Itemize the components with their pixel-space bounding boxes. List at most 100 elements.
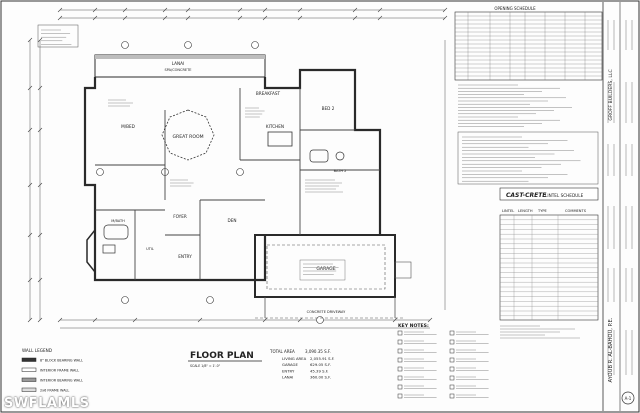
- dimension-tick: [122, 15, 128, 21]
- bath-fixtures: [102, 149, 345, 254]
- dimension-tick: [297, 15, 303, 21]
- lintel-title: LINTEL SCHEDULE: [545, 193, 584, 198]
- label-driveway: CONCRETE DRIVEWAY: [307, 310, 347, 314]
- label-breakfast: BREAKFAST: [256, 91, 281, 96]
- label-den: DEN: [227, 218, 236, 223]
- label-entry: ENTRY: [178, 254, 192, 259]
- lintel-brand: CAST-CRETE: [506, 192, 547, 199]
- dimension-tick: [57, 15, 63, 21]
- dimension-tick: [185, 7, 191, 13]
- key-note-marker: [449, 393, 455, 399]
- watermark: SWFLAMLS: [4, 396, 90, 411]
- key-note-marker: [397, 384, 403, 390]
- dimension-tick: [27, 127, 33, 133]
- dimension-tick: [27, 37, 33, 43]
- dimension-tick: [37, 317, 43, 323]
- wall-legend-swatch: [21, 367, 37, 372]
- dimension-lines: [29, 9, 446, 329]
- lintel-header: TYPE: [537, 209, 548, 213]
- key-note-marker: [397, 393, 403, 399]
- wall-legend-swatch: [21, 377, 37, 382]
- label-lanai-sub: SPA/CONCRETE: [165, 68, 192, 72]
- dimension-tick: [442, 15, 448, 21]
- dimension-tick: [27, 232, 33, 238]
- label-m-bath: M/BATH: [111, 219, 125, 223]
- dimension-tick: [377, 7, 383, 13]
- key-note-marker: [449, 375, 455, 381]
- area-row-name: LANAI: [282, 375, 293, 380]
- wall-legend-swatch: [21, 357, 37, 362]
- dimension-tick: [37, 232, 43, 238]
- opening-schedule-title: OPENING SCHEDULE: [494, 6, 536, 11]
- key-note-marker: [449, 330, 455, 336]
- key-notes-title: KEY NOTES:: [398, 323, 429, 329]
- key-note-marker: [397, 366, 403, 372]
- kitchen-island: [267, 131, 293, 147]
- label-garage: GARAGE: [316, 266, 335, 272]
- area-row-value: 2,055.91 S.F.: [310, 356, 335, 361]
- wall-legend-item: INTERIOR FRAME WALL: [40, 368, 79, 372]
- dimension-tick: [162, 15, 168, 21]
- label-great-room: GREAT ROOM: [172, 134, 203, 140]
- side-notes: [37, 24, 346, 281]
- dimension-tick: [122, 7, 128, 13]
- dimension-tick: [237, 7, 243, 13]
- interior-walls: [95, 88, 380, 280]
- floor-plan-title: FLOOR PLAN: [190, 351, 254, 361]
- dimension-tick: [57, 7, 63, 13]
- label-util: UTIL: [146, 247, 154, 251]
- dimension-tick: [262, 317, 268, 323]
- floor-plan-scale: SCALE 1/8" = 1'-0": [190, 364, 221, 368]
- key-note-marker: [449, 339, 455, 345]
- area-row-value: 45.39 S.F.: [310, 368, 328, 373]
- key-note-marker: [397, 348, 403, 354]
- sheet-number: A-1: [625, 396, 632, 401]
- key-note-marker: [397, 357, 403, 363]
- grid-bubbles: [96, 41, 324, 324]
- dimension-tick: [297, 7, 303, 13]
- dimension-tick: [37, 182, 43, 188]
- total-area-value: 3,090.35 S.F.: [305, 349, 331, 354]
- key-note-marker: [449, 384, 455, 390]
- total-area-label: TOTAL AREA: [269, 349, 295, 354]
- dimension-tick: [297, 317, 303, 323]
- dimension-tick: [262, 15, 268, 21]
- dimension-tick: [392, 317, 398, 323]
- dimension-tick: [352, 15, 358, 21]
- key-note-marker: [397, 375, 403, 381]
- dimension-tick: [92, 317, 98, 323]
- garage-details: [266, 244, 412, 290]
- dimension-tick: [237, 15, 243, 21]
- dimension-tick: [92, 15, 98, 21]
- dimension-tick: [427, 317, 433, 323]
- dimension-tick: [27, 85, 33, 91]
- lanai-band: [94, 54, 266, 78]
- dimension-tick: [352, 7, 358, 13]
- dimension-tick: [377, 15, 383, 21]
- sheet-number-bubble: [621, 391, 635, 405]
- dimension-tick: [57, 317, 63, 323]
- dimension-tick: [197, 317, 203, 323]
- dimension-tick: [185, 15, 191, 21]
- key-note-marker: [449, 357, 455, 363]
- area-row-name: LIVING AREA: [282, 356, 307, 361]
- key-note-marker: [449, 366, 455, 372]
- lintel-header: LENGTH: [518, 209, 533, 213]
- dimension-tick: [27, 277, 33, 283]
- dimension-tick: [37, 277, 43, 283]
- wall-legend: WALL LEGEND 8" BLOCK BEARING WALLINTERIO…: [21, 348, 83, 392]
- wall-legend-item: 2x6 FRAME WALL: [40, 388, 69, 392]
- dimension-tick: [442, 7, 448, 13]
- area-row-name: GARAGE: [282, 362, 298, 367]
- label-bed2: BED 2: [322, 106, 335, 111]
- project-name: GROFF BUILDERS, LLC: [608, 69, 614, 120]
- lintel-header: COMMENTS: [565, 209, 587, 213]
- driveway: [255, 297, 405, 319]
- label-master: M/BED: [121, 124, 135, 129]
- dimension-tick: [37, 127, 43, 133]
